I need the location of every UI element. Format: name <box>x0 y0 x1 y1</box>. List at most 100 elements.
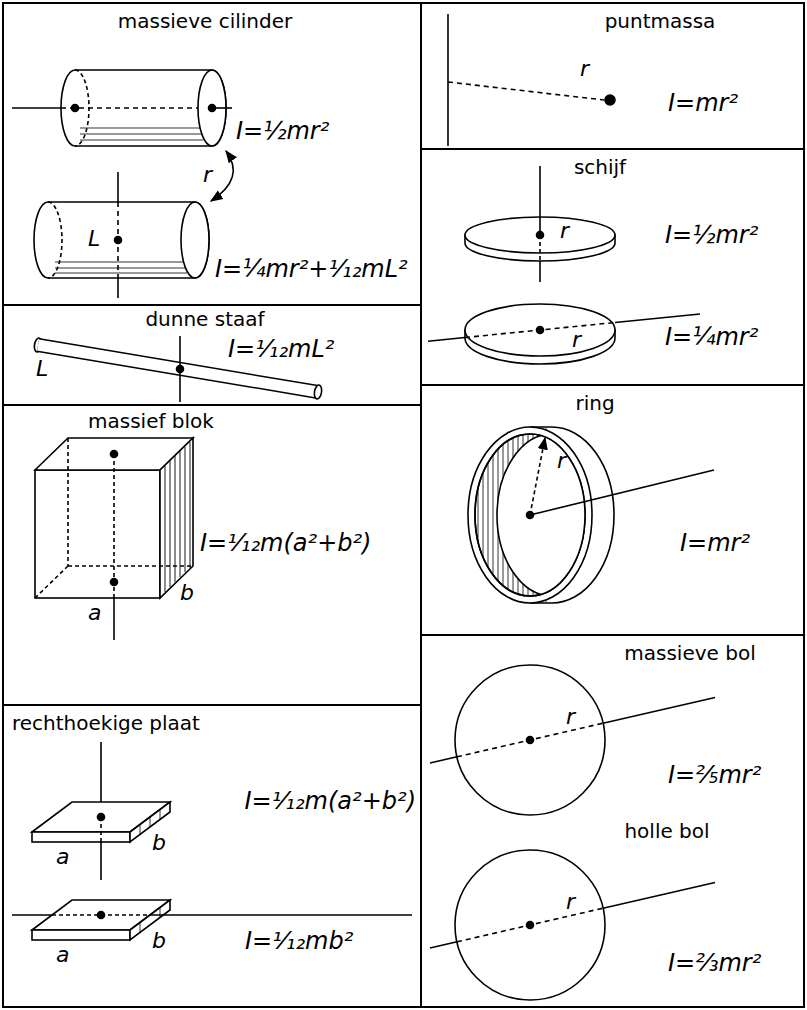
cylinder-figure-part <box>48 202 62 278</box>
disk-figure <box>428 304 700 364</box>
inertia-cell: massieve cilinderI=½mr²I=¼mr²+¹⁄₁₂mL² <box>2 2 422 306</box>
shape-title: massieve cilinder <box>118 10 293 33</box>
ring-figure-part <box>488 430 489 600</box>
rod-figure-part <box>313 385 322 400</box>
inertia-formula: I=½mr² <box>236 118 329 146</box>
plate-figure-part <box>160 810 161 820</box>
inertia-cell: massieve bolI=⅖mr²holle bolI=⅔mr² <box>420 634 805 1008</box>
inertia-formula: I=¹⁄₁₂mb² <box>245 928 353 956</box>
plate-figure-part <box>32 832 130 842</box>
inertia-formula: I=¹⁄₁₂mL² <box>228 336 334 364</box>
disk-figure-part <box>539 261 541 282</box>
block-figure-part <box>165 466 166 592</box>
disk-figure-part <box>537 327 544 334</box>
cylinder-figure-part <box>117 172 119 202</box>
shape-title: massief blok <box>88 410 214 433</box>
plate-figure <box>32 742 170 880</box>
ring-figure-part <box>530 470 714 515</box>
cylinder-figure-part <box>80 128 200 129</box>
cylinder-figure-part <box>80 140 203 141</box>
sphere-figure-part <box>603 883 715 909</box>
cylinder-figure-part <box>80 134 202 135</box>
cylinder-figure-part <box>12 107 61 109</box>
dimension-label: a <box>56 944 69 966</box>
inertia-cell: dunne staafI=¹⁄₁₂mL² <box>2 304 422 406</box>
sphere-figure-part <box>455 665 605 815</box>
cylinder-figure <box>34 172 209 298</box>
ring-figure-part <box>530 438 545 515</box>
cylinder-figure-part <box>117 278 119 298</box>
point-mass-figure-part <box>448 82 604 100</box>
block-figure-part <box>180 451 181 577</box>
radius-arrow <box>211 151 233 201</box>
plate-figure-part <box>150 914 412 916</box>
plate-figure-part <box>98 814 105 821</box>
dimension-label: r <box>203 164 212 186</box>
disk-figure-part <box>465 304 615 356</box>
ring-figure-part <box>483 430 484 600</box>
ring-figure-part <box>527 512 534 519</box>
plate-figure-part <box>98 912 105 919</box>
plate-figure-part <box>160 908 161 918</box>
shape-title: holle bol <box>624 820 709 843</box>
disk-figure-part <box>465 323 615 338</box>
inertia-cell: schijfI=½mr²I=¼mr² <box>420 148 805 386</box>
sphere-figure-part <box>430 757 457 763</box>
sphere-figure-part <box>527 737 534 744</box>
shape-title: puntmassa <box>605 10 716 33</box>
cylinder-figure-part <box>209 105 216 112</box>
disk-figure <box>465 166 615 282</box>
cylinder-figure-part <box>34 202 209 278</box>
dimension-label: r <box>572 329 581 351</box>
point-mass-figure-part <box>605 95 615 105</box>
plate-figure-part <box>32 930 130 940</box>
sphere-figure-part <box>527 922 534 929</box>
block-figure-part <box>113 598 115 640</box>
dimension-label: r <box>566 706 575 728</box>
sphere-figure-part <box>603 698 715 724</box>
block-figure-part <box>185 447 186 572</box>
dimension-label: a <box>56 846 69 868</box>
inertia-formula: I=mr² <box>668 90 738 118</box>
plate-figure-part <box>140 825 141 835</box>
dimension-label: r <box>557 450 566 472</box>
block-figure-part <box>35 470 160 598</box>
ring-figure-part <box>478 430 479 600</box>
point-mass-figure-part <box>447 14 449 146</box>
disk-figure-part <box>537 232 544 239</box>
inertia-cell: puntmassaI=mr² <box>420 2 805 150</box>
dimension-label: L <box>88 228 100 250</box>
dimension-label: r <box>580 58 589 80</box>
block-figure-part <box>68 565 193 567</box>
dimension-label: b <box>152 832 166 854</box>
plate-figure-part <box>100 842 102 880</box>
point-mass-figure <box>448 14 615 146</box>
dimension-label: b <box>152 930 166 952</box>
disk-figure-part <box>428 338 465 342</box>
block-figure <box>35 438 193 640</box>
dimension-label: b <box>180 582 194 604</box>
inertia-formula: I=⅖mr² <box>668 762 761 790</box>
block-figure-part <box>160 438 193 598</box>
inertia-formula: I=¹⁄₁₂m(a²+b²) <box>200 530 371 558</box>
ring-figure-part <box>475 434 585 596</box>
block-figure-part <box>175 456 176 582</box>
plate-figure-part <box>150 817 151 827</box>
block-figure-part <box>113 454 115 598</box>
block-figure-part <box>190 442 191 568</box>
inertia-cell: ringI=mr² <box>420 384 805 636</box>
shape-title: rechthoekige plaat <box>12 712 200 735</box>
sphere-figure-part <box>457 723 603 757</box>
block-figure-part <box>170 461 171 587</box>
inertia-formula: I=mr² <box>680 530 750 558</box>
sphere-figure-part <box>457 908 603 942</box>
dimension-label: r <box>560 220 569 242</box>
inertia-formula: I=⅔mr² <box>668 950 761 978</box>
inertia-formula: I=½mr² <box>665 222 758 250</box>
plate-figure-part <box>140 923 141 933</box>
plate-figure-part <box>12 914 52 916</box>
shape-title: ring <box>575 392 614 415</box>
inertia-cell: massief blokI=¹⁄₁₂m(a²+b²) <box>2 404 422 706</box>
cylinder-figure-part <box>115 237 122 244</box>
